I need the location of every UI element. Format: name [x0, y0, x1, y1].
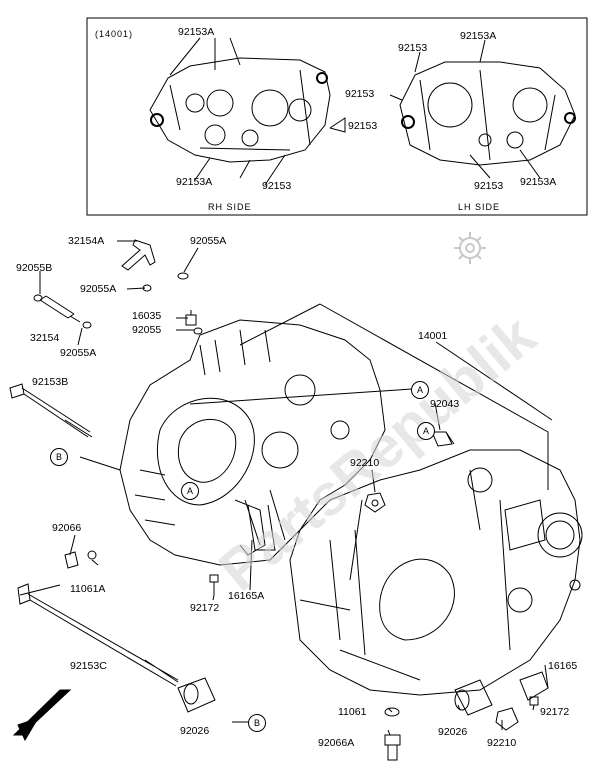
- part-92055: 92055: [132, 324, 162, 336]
- lh-label-top-right: 92153A: [460, 30, 497, 42]
- part-92043: 92043: [430, 398, 460, 410]
- part-92055A-left: 92055A: [60, 347, 97, 359]
- rh-side-label: RH SIDE: [208, 202, 252, 212]
- rh-label-top: 92153A: [178, 26, 215, 38]
- rh-crankcase-half: [119, 319, 386, 566]
- leader-lines: [19, 240, 553, 736]
- part-92055B: 92055B: [16, 262, 53, 274]
- part-32154A: 32154A: [68, 235, 105, 247]
- part-92153B: 92153B: [32, 376, 69, 388]
- part-11061A: 11061A: [70, 583, 106, 595]
- lh-crankcase-half: [289, 449, 583, 696]
- part-14001: 14001: [418, 330, 448, 342]
- part-92172-left: 92172: [190, 602, 220, 614]
- part-92055A-top: 92055A: [190, 235, 227, 247]
- part-92026-left: 92026: [180, 725, 210, 737]
- part-92210-top: 92210: [350, 457, 380, 469]
- part-32154: 32154: [30, 332, 60, 344]
- rh-label-bottom-left: 92153A: [176, 176, 213, 188]
- lh-label-bottom: 92153: [474, 180, 504, 192]
- part-92026-right: 92026: [438, 726, 468, 738]
- watermark-text: PartsRepublik: [207, 303, 548, 604]
- watermark-gear-icon: [454, 232, 486, 264]
- part-92153C: 92153C: [70, 660, 107, 672]
- ref-a-right: A: [411, 381, 429, 399]
- part-16035: 16035: [132, 310, 162, 322]
- part-92210-bottom: 92210: [487, 737, 517, 749]
- ref-b-bottom: B: [248, 714, 266, 732]
- rh-case-drawing: [149, 37, 346, 186]
- small-parts: [9, 239, 549, 761]
- rh-label-right: 92153: [348, 120, 378, 132]
- inset-frame: [86, 17, 588, 216]
- front-direction-arrow-icon: [12, 689, 72, 742]
- lh-label-top-left: 92153: [398, 42, 428, 54]
- lh-case-drawing: [389, 39, 576, 179]
- ref-b-left: B: [50, 448, 68, 466]
- part-92066: 92066: [52, 522, 82, 534]
- part-92172-right: 92172: [540, 706, 570, 718]
- rh-label-bottom: 92153: [262, 180, 292, 192]
- ref-a-left: A: [181, 482, 199, 500]
- lh-side-label: LH SIDE: [458, 202, 501, 212]
- lh-label-left: 92153: [345, 88, 375, 100]
- part-92055A-mid: 92055A: [80, 283, 117, 295]
- ref-a-lower: A: [417, 422, 435, 440]
- part-16165: 16165: [548, 660, 578, 672]
- lh-label-bottom-right: 92153A: [520, 176, 557, 188]
- part-11061: 11061: [338, 706, 367, 718]
- inset-code: (14001): [95, 29, 134, 39]
- part-92066A: 92066A: [318, 737, 355, 749]
- part-16165A: 16165A: [228, 590, 265, 602]
